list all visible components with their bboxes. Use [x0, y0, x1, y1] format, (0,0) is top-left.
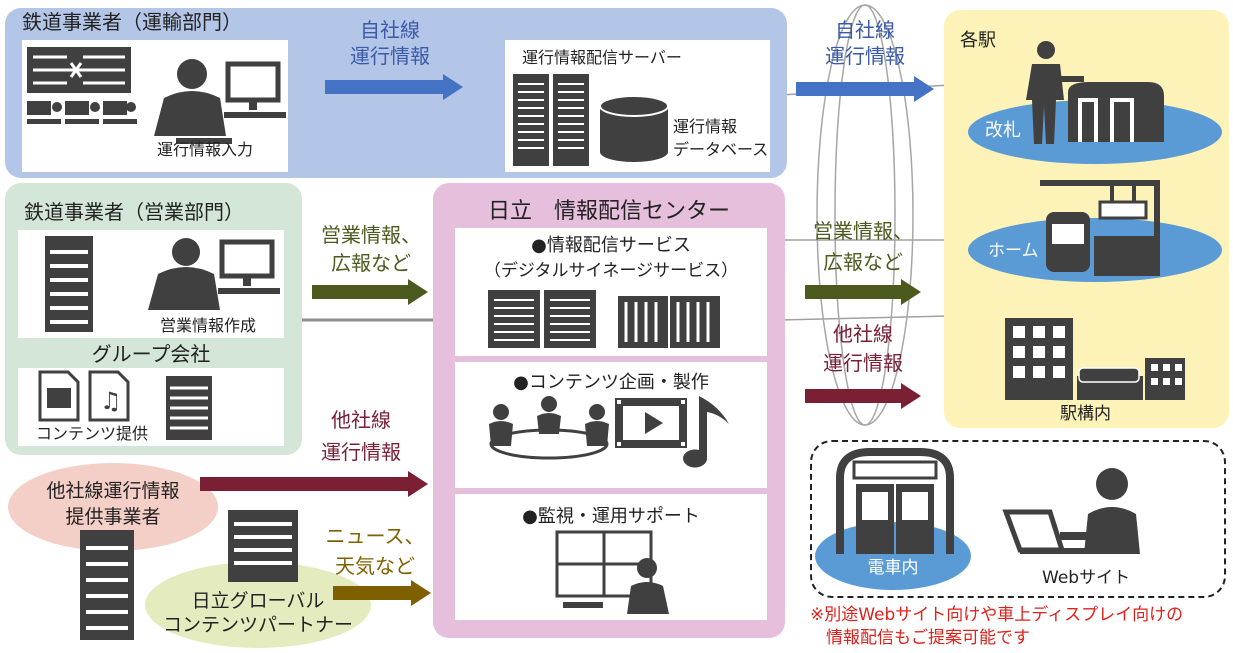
other-line-arrow-out-label-1: 他社線	[833, 322, 893, 346]
news-arrow-label-2: 天気など	[335, 554, 415, 578]
web-site-label: Webサイト	[1042, 568, 1131, 588]
content-server-icon	[166, 376, 212, 440]
operations-monitor-icon	[27, 47, 137, 124]
own-line-arrow-2-label-1: 自社線	[835, 18, 895, 42]
other-line-arrow-out	[805, 383, 921, 409]
news-arrow-label-1: ニュース、	[325, 524, 425, 548]
operator-person-icon	[154, 59, 286, 144]
station-building-icon	[1005, 318, 1185, 400]
sales-arrow-in-label-2: 広報など	[331, 251, 411, 275]
signage-server-icons	[488, 290, 720, 348]
news-arrow	[333, 580, 431, 606]
monitoring-operator-icon	[555, 530, 669, 614]
sales-arrow-in	[312, 279, 428, 305]
sales-server-icon	[45, 236, 93, 332]
database-label-1: 運行情報	[673, 117, 738, 136]
own-line-arrow-2-label-2: 運行情報	[825, 44, 905, 68]
global-partner-server-icon	[228, 510, 298, 582]
other-provider-server-icon	[80, 530, 134, 640]
sales-person-icon	[148, 238, 280, 310]
hitachi-center-title: 日立 情報配信センター	[488, 199, 731, 224]
database-icon	[599, 95, 669, 162]
svg-text:♫: ♫	[100, 387, 122, 415]
other-line-arrow-in-label-2: 運行情報	[321, 440, 401, 464]
own-line-arrow-1-label-1: 自社線	[360, 18, 420, 42]
in-train-label: 電車内	[867, 558, 919, 578]
gate-label: 改札	[985, 120, 1021, 141]
video-file-icon: ♫	[38, 370, 130, 422]
database-label-2: データベース	[673, 140, 769, 159]
other-line-arrow-in	[200, 471, 428, 497]
other-provider-label-1: 他社線運行情報	[46, 480, 180, 502]
service-content-title: ●コンテンツ企画・製作	[513, 372, 709, 393]
global-partner-label-1: 日立グローバル	[191, 590, 325, 612]
server-box-title: 運行情報配信サーバー	[522, 48, 682, 67]
sales-arrow-in-label-1: 営業情報、	[321, 223, 421, 247]
service-monitoring-title: ●監視・運用サポート	[522, 506, 700, 527]
own-line-arrow-1-label-2: 運行情報	[350, 44, 430, 68]
note-line-2: 情報配信もご提案可能です	[826, 628, 1030, 648]
note-line-1: ※別途Webサイト向けや車上ディスプレイ向けの	[810, 605, 1184, 625]
global-partner-label-2: コンテンツパートナー	[162, 614, 353, 636]
platform-train-icon	[1040, 180, 1160, 276]
platform-label: ホーム	[988, 241, 1039, 261]
own-line-arrow-1	[325, 74, 463, 100]
web-user-icon	[1002, 468, 1140, 554]
meeting-people-icon	[489, 396, 609, 460]
railway-operations-title: 鉄道事業者（運輸部門）	[22, 10, 242, 34]
sales-arrow-out	[805, 279, 921, 305]
train-door-icon	[836, 448, 954, 554]
video-play-icon	[615, 396, 729, 468]
service-distribution-title: ●情報配信サービス	[531, 235, 691, 256]
other-line-arrow-in-label-1: 他社線	[331, 408, 391, 432]
server-rack-icon	[513, 74, 589, 166]
sales-create-label: 営業情報作成	[160, 316, 257, 335]
other-provider-label-2: 提供事業者	[65, 506, 161, 528]
stations-title: 各駅	[960, 30, 996, 51]
service-distribution-subtitle: （デジタルサイネージサービス）	[483, 261, 739, 281]
content-provider-label: コンテンツ提供	[36, 424, 149, 443]
in-train-web-box	[810, 440, 1226, 598]
railway-sales-title: 鉄道事業者（営業部門）	[24, 200, 244, 224]
operations-input-label: 運行情報入力	[157, 140, 254, 159]
other-line-arrow-out-label-2: 運行情報	[823, 351, 903, 375]
ticket-gate-icon	[1026, 41, 1164, 144]
group-company-title: グループ会社	[91, 342, 211, 366]
sales-arrow-out-label-2: 広報など	[823, 250, 903, 274]
station-premises-label: 駅構内	[1060, 404, 1111, 424]
sales-arrow-out-label-1: 営業情報、	[813, 219, 913, 243]
own-line-arrow-2	[796, 76, 934, 102]
